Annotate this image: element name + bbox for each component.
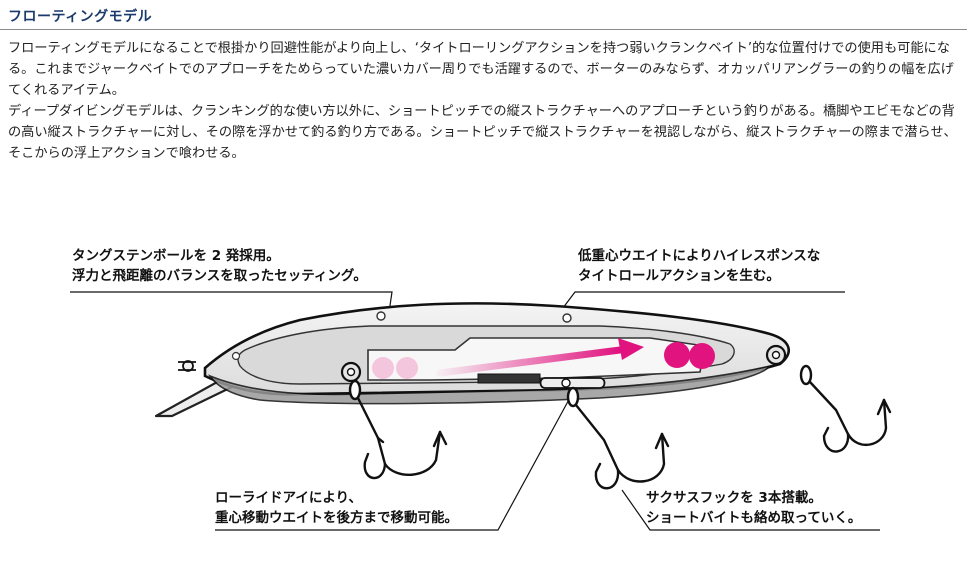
- callout-low-eye-line1: ローライドアイにより、: [215, 490, 363, 506]
- callout-tungsten-line1: タングステンボールを 2 発採用。: [72, 248, 280, 264]
- treble-hook-rear: [799, 364, 892, 453]
- treble-hook-middle: [566, 386, 670, 490]
- callout-low-eye-line2: 重心移動ウエイトを後方まで移動可能。: [215, 510, 458, 526]
- weight-move-arrowhead: [618, 338, 644, 360]
- callout-hooks-line2: ショートバイトも絡め取っていく。: [646, 510, 862, 526]
- low-ride-eye: [539, 377, 606, 389]
- callout-tungsten-line2: 浮力と飛距離のバランスを取ったセッティング。: [72, 268, 367, 284]
- callout-hooks: サクサスフックを 3本搭載。 ショートバイトも絡め取っていく。: [646, 488, 861, 528]
- callout-tungsten-balls: タングステンボールを 2 発採用。 浮力と飛距離のバランスを取ったセッティング。: [72, 246, 367, 286]
- callout-low-center-line2: タイトロールアクションを生む。: [578, 268, 780, 284]
- tungsten-ball-rear-faded: [396, 357, 418, 379]
- callout-low-center-line1: 低重心ウエイトによりハイレスポンスな: [578, 248, 821, 264]
- callout-hooks-line1: サクサスフックを 3本搭載。: [646, 490, 822, 506]
- line-tie: [178, 360, 196, 372]
- tungsten-ball-rear-faded: [372, 357, 394, 379]
- treble-hook-front: [348, 379, 448, 480]
- leader-low-eye: [215, 393, 573, 531]
- body-pin-front: [376, 311, 386, 321]
- tungsten-ball: [664, 342, 690, 368]
- callout-low-center-weight: 低重心ウエイトによりハイレスポンスな タイトロールアクションを生む。: [578, 246, 820, 286]
- paragraph-deep-diving: ディープダイビングモデルは、クランキング的な使い方以外に、ショートピッチでの縦ス…: [8, 104, 957, 161]
- leader-hooks: [621, 489, 880, 531]
- section-title: フローティングモデル: [8, 9, 153, 25]
- paragraph-floating: フローティングモデルになることで根掛かり回避性能がより向上し、‘タイトローリング…: [8, 41, 954, 98]
- weight-move-arrow: [436, 346, 624, 377]
- title-divider: [0, 29, 967, 30]
- line-tie-eye: [182, 360, 194, 372]
- body-pin-rear: [562, 313, 572, 323]
- callout-low-ride-eye: ローライドアイにより、 重心移動ウエイトを後方まで移動可能。: [215, 488, 458, 528]
- tungsten-ball: [689, 343, 715, 369]
- low-center-weight: [477, 373, 541, 384]
- body-pin-mid: [231, 351, 241, 361]
